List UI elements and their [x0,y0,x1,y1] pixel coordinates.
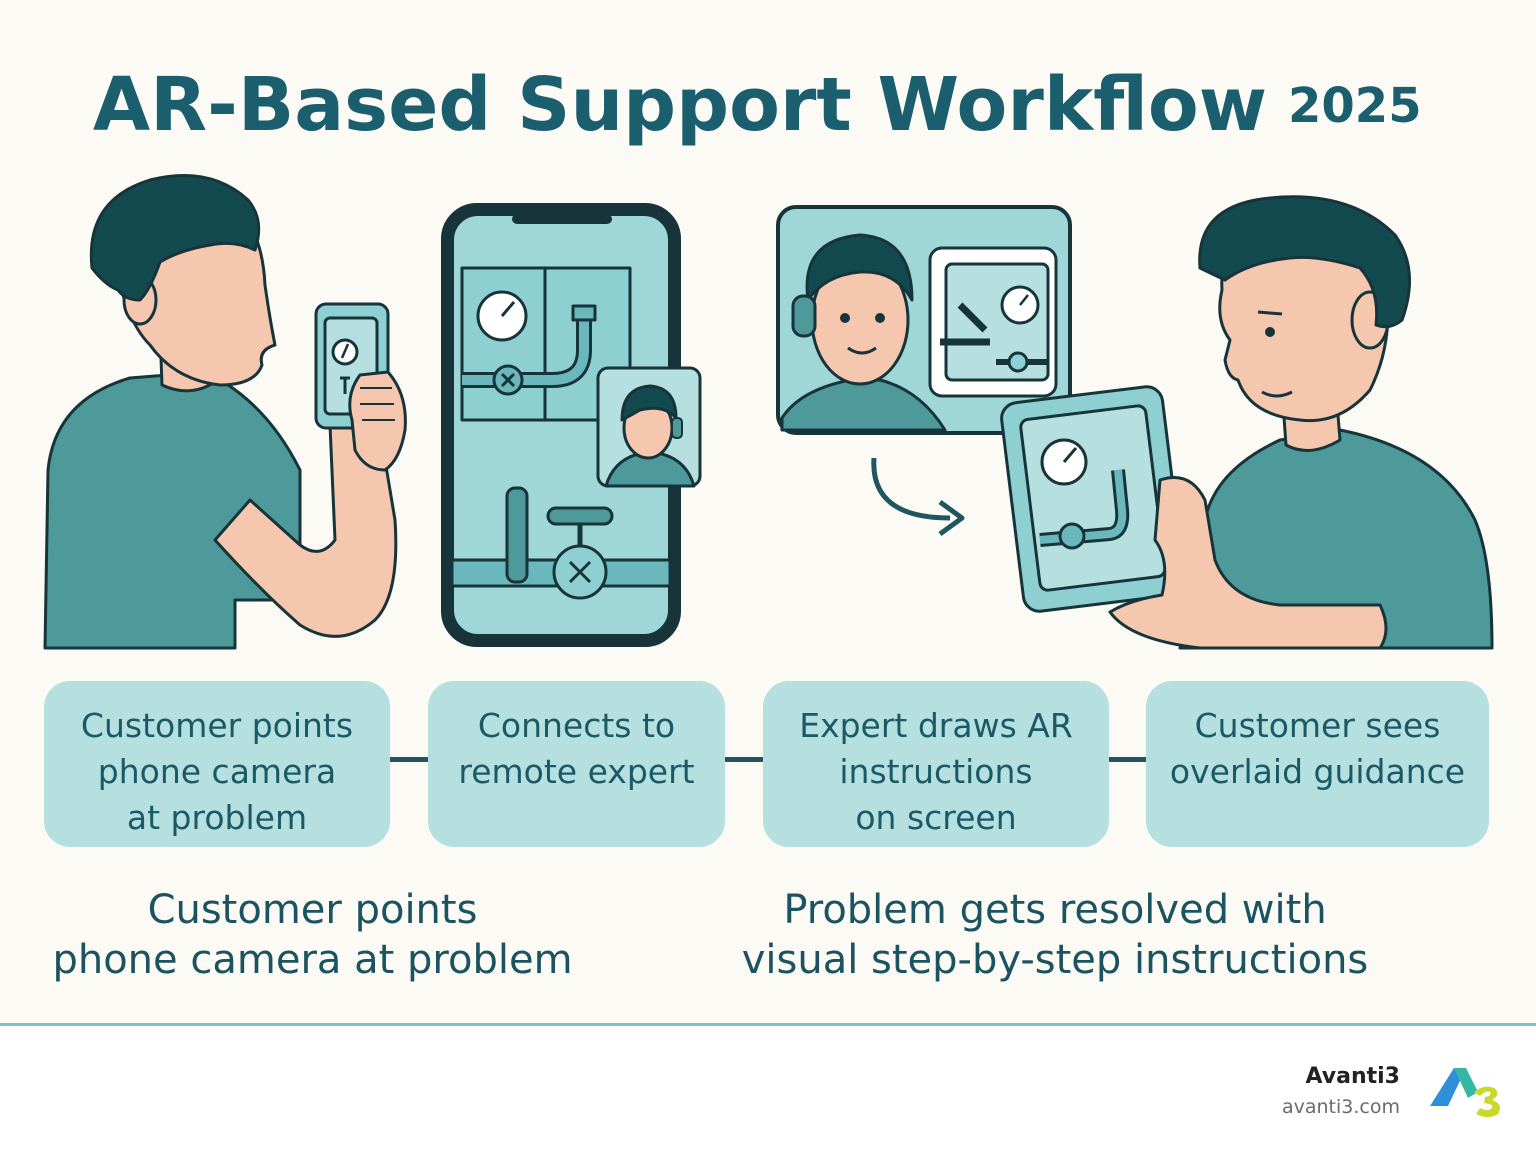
arrow-icon [871,457,951,521]
step-connector [725,757,763,762]
step-1-box: Customer points phone camera at problem [44,681,390,847]
step-4-box: Customer sees overlaid guidance [1146,681,1489,847]
year-label: 2025 [1288,78,1422,134]
step-connector [390,757,428,762]
expert-screen-illustration [776,205,1072,435]
page-title: AR-Based Support Workflow [92,62,1268,148]
footer-divider [0,1023,1536,1026]
customer-viewing-guidance-illustration [1000,195,1494,650]
step-connector [1109,757,1146,762]
brand-name: Avanti3 [1305,1064,1400,1089]
workflow-illustrations [43,174,1494,650]
step-3-box: Expert draws AR instructions on screen [763,681,1109,847]
step-2-box: Connects to remote expert [428,681,725,847]
caption-right: Problem gets resolved with visual step-b… [741,887,1369,983]
customer-pointing-phone-illustration [43,174,407,650]
avanti3-logo-icon [1430,1068,1500,1117]
brand-url: avanti3.com [1281,1096,1400,1118]
phone-video-call-illustration [441,203,702,647]
caption-left: Customer points phone camera at problem [52,887,573,983]
